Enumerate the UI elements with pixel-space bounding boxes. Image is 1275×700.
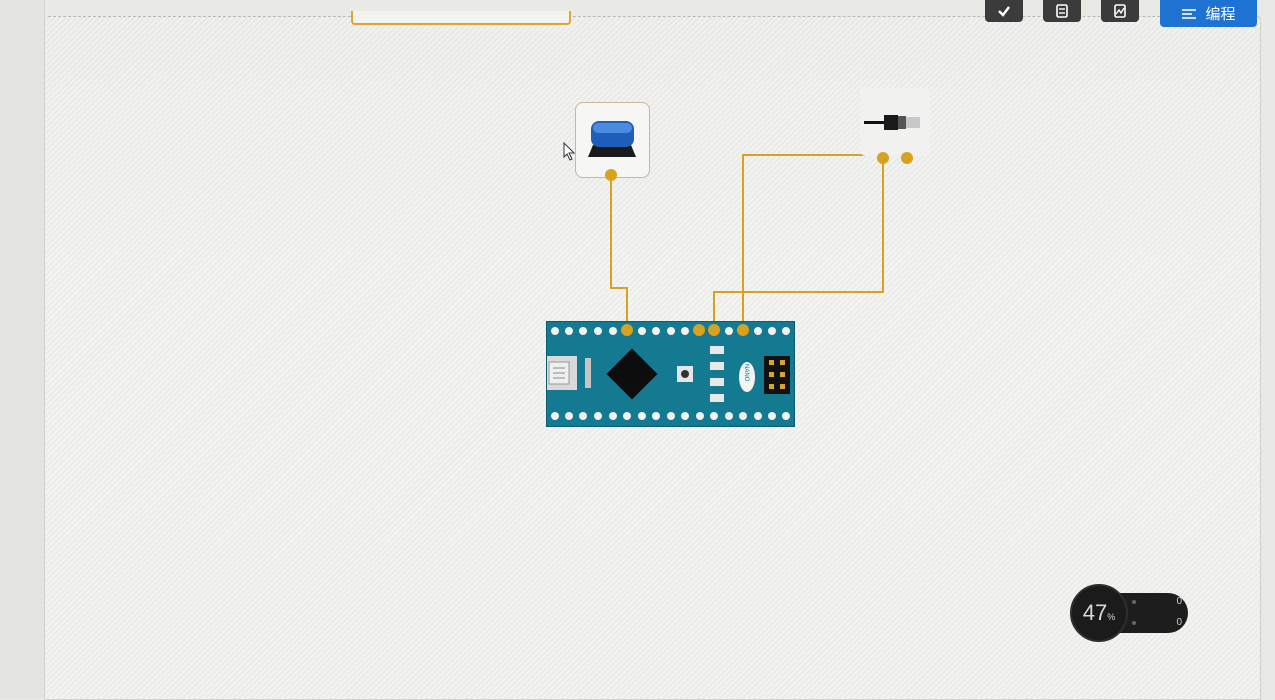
cpu-usage-value: 47 [1082, 600, 1108, 625]
check-icon [998, 6, 1010, 17]
upload-row: 0 [1132, 596, 1182, 607]
download-value: 0 [1176, 617, 1182, 628]
push-button-icon [588, 121, 636, 157]
cpu-usage-unit: % [1107, 612, 1116, 622]
board-pin-d3-connector[interactable] [693, 324, 705, 336]
code-button[interactable]: 编程 [1160, 0, 1257, 27]
usb-connector-dot-2[interactable] [901, 152, 913, 164]
download-row: 0 [1132, 617, 1182, 628]
board-model-label: NANO [743, 364, 749, 382]
upload-value: 0 [1176, 596, 1182, 607]
cpu-usage-circle: 47 % [1070, 584, 1128, 642]
board-graphic [543, 327, 790, 420]
usb-cable-component[interactable] [860, 88, 930, 156]
selected-tab-outline [351, 11, 571, 25]
menu-lines-icon [1182, 8, 1197, 19]
push-button-component[interactable] [575, 102, 650, 178]
usb-connector-dot-1[interactable] [877, 152, 889, 164]
usb-cable-icon [864, 115, 920, 130]
monitor-button[interactable] [1101, 0, 1139, 22]
board-pin-d8-connector[interactable] [621, 324, 633, 336]
code-button-label: 编程 [1205, 6, 1236, 23]
save-icon [1056, 4, 1068, 18]
download-dot-icon [1132, 620, 1136, 625]
board-pin-d2-connector[interactable] [708, 324, 720, 336]
system-monitor-widget: 0 0 47 % [1070, 584, 1188, 642]
chart-icon [1114, 4, 1126, 18]
upload-dot-icon [1132, 599, 1136, 604]
verify-button[interactable] [985, 0, 1023, 22]
save-button[interactable] [1043, 0, 1081, 22]
left-panel-edge [0, 0, 45, 698]
circuit-workspace[interactable] [44, 11, 1261, 700]
button-connector-dot[interactable] [605, 169, 617, 181]
board-pin-gnd-connector[interactable] [737, 324, 749, 336]
mouse-cursor-icon [563, 142, 576, 161]
arduino-nano-board[interactable]: NANO [543, 321, 795, 427]
